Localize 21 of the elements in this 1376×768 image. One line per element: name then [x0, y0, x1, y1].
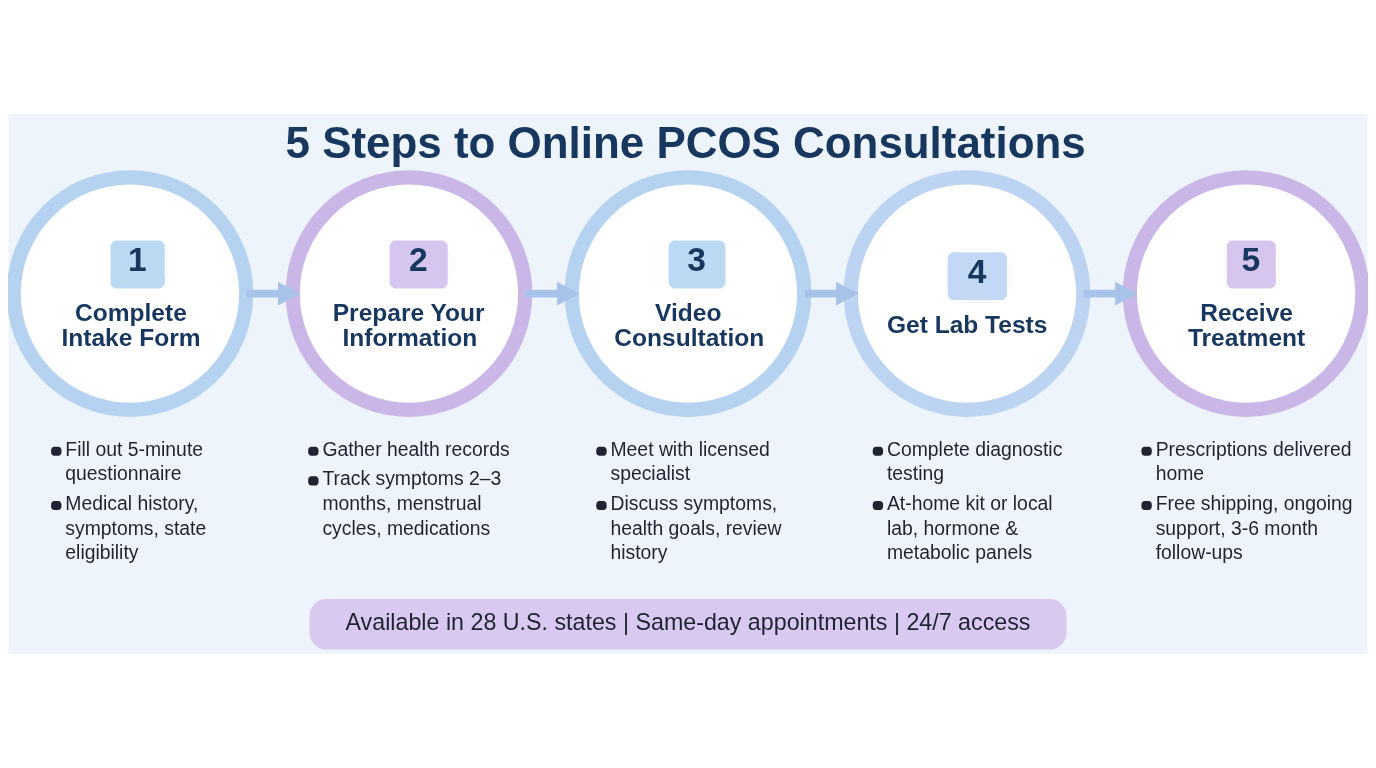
- node-label: Discuss symptoms, health goals, review history: [610, 491, 782, 564]
- node-label: Prescriptions delivered home: [1155, 437, 1352, 485]
- node-label: Fill out 5-minute questionnaire: [65, 437, 204, 485]
- node-label: Track symptoms 2–3 months, menstrual cycles, medications: [322, 467, 502, 539]
- arrow: [804, 281, 859, 306]
- node-circle: 4 Get Lab Tests: [843, 170, 1091, 417]
- arrow: [1083, 281, 1138, 306]
- arrow: [246, 281, 301, 306]
- node-circle: 2 Prepare Your Information: [285, 170, 533, 417]
- node-circle: 5 Receive Treatment: [1122, 170, 1368, 417]
- node-label: Meet with licensed specialist: [610, 437, 770, 485]
- node-label: Gather health records: [322, 437, 510, 460]
- node-circle: 1 Complete Intake Form: [8, 170, 254, 417]
- node-label: Free shipping, ongoing support, 3-6 month follow-ups: [1155, 491, 1353, 564]
- arrow: [525, 281, 580, 306]
- node-label: Medical history, symptoms, state eligibility: [65, 491, 207, 564]
- diagram-title: 5 Steps to Online PCOS Consultations: [285, 118, 1086, 168]
- node-label: Complete diagnostic testing: [886, 437, 1063, 485]
- node-circle: 3 Video Consultation: [564, 170, 812, 417]
- node-label: At-home kit or local lab, hormone & metabolic panels: [886, 491, 1053, 564]
- node-box: Available in 28 U.S. states | Same-day appointments | 24/7 access: [309, 599, 1067, 650]
